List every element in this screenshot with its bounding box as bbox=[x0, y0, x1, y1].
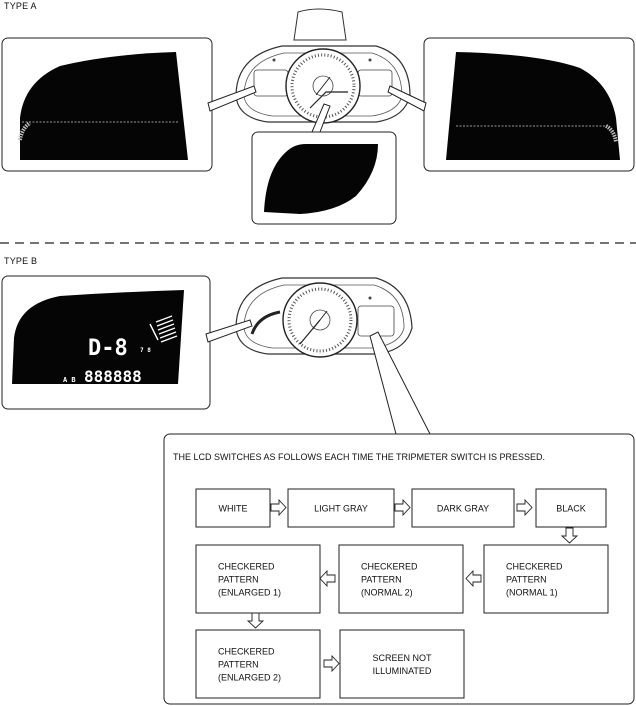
flow-step-light-gray: LIGHT GRAY bbox=[287, 488, 395, 528]
flow-step-text: CHECKERED bbox=[218, 562, 275, 572]
type-a-leaders bbox=[207, 85, 427, 133]
flow-step-text: CHECKERED bbox=[361, 562, 418, 572]
lcd-trip-indicator: A B bbox=[63, 376, 76, 384]
flow-step-box bbox=[195, 488, 271, 528]
flow-step-box bbox=[535, 488, 607, 528]
flow-step-box bbox=[483, 544, 609, 614]
flow-step-text: PATTERN bbox=[218, 575, 259, 585]
lcd-fuel-marks: 7 8 bbox=[140, 347, 151, 354]
flow-step-checkered-normal-2: CHECKERED PATTERN (NORMAL 2) bbox=[338, 544, 464, 614]
flow-step-text: (ENLARGED 2) bbox=[218, 673, 281, 683]
type-b-group: D-8 888888 A B 7 8 bbox=[1, 275, 635, 705]
arrow-black-to-normal-1 bbox=[560, 527, 579, 544]
flow-step-box bbox=[411, 488, 515, 528]
arrow-normal-1-to-normal-2 bbox=[465, 569, 482, 588]
flow-step-text: DARK GRAY bbox=[437, 504, 489, 514]
flow-step-text: PATTERN bbox=[506, 575, 547, 585]
flow-step-text: BLACK bbox=[556, 504, 586, 514]
flow-step-text: CHECKERED bbox=[218, 647, 275, 657]
flow-step-text: PATTERN bbox=[218, 660, 259, 670]
arrow-enlarged-1-to-enlarged-2 bbox=[246, 612, 265, 629]
flow-step-text: ILLUMINATED bbox=[373, 666, 432, 676]
lcd-center-shape bbox=[264, 144, 378, 214]
flow-step-text: PATTERN bbox=[361, 575, 402, 585]
flow-step-text: CHECKERED bbox=[506, 562, 563, 572]
arrow-dark-gray-to-black bbox=[516, 498, 533, 517]
arrow-light-gray-to-dark-gray bbox=[394, 498, 411, 517]
type-a-label: TYPE A bbox=[4, 1, 37, 11]
flow-step-black: BLACK bbox=[535, 488, 607, 528]
lcd-right-shape bbox=[446, 52, 620, 160]
lcd-gear-text: D-8 bbox=[88, 336, 128, 361]
flow-step-text: (NORMAL 1) bbox=[506, 588, 558, 598]
flow-instruction: THE LCD SWITCHES AS FOLLOWS EACH TIME TH… bbox=[173, 452, 545, 462]
flow-step-text: (ENLARGED 1) bbox=[218, 588, 281, 598]
type-b-instrument-cluster bbox=[235, 277, 413, 358]
lcd-left-shape bbox=[20, 52, 188, 160]
flow-step-box bbox=[287, 488, 395, 528]
type-b-leaders bbox=[205, 319, 431, 435]
flow-step-dark-gray: DARK GRAY bbox=[411, 488, 515, 528]
flow-arrows bbox=[246, 498, 579, 673]
lcd-fuel-gauge-bars bbox=[149, 315, 178, 343]
lcd-display-shape bbox=[12, 290, 184, 384]
arrow-enlarged-2-to-not-illuminated bbox=[323, 654, 340, 673]
flow-step-box bbox=[195, 544, 321, 614]
flow-step-text: (NORMAL 2) bbox=[361, 588, 413, 598]
flow-step-checkered-enlarged-1: CHECKERED PATTERN (ENLARGED 1) bbox=[195, 544, 321, 614]
flow-step-box bbox=[338, 544, 464, 614]
flow-step-white: WHITE bbox=[195, 488, 271, 528]
flow-step-text: LIGHT GRAY bbox=[314, 504, 368, 514]
flow-step-box bbox=[339, 629, 465, 699]
type-a-left-callout bbox=[1, 37, 213, 172]
arrow-white-to-light-gray bbox=[270, 498, 287, 517]
type-a-group bbox=[1, 8, 635, 225]
type-a-instrument-cluster bbox=[235, 8, 411, 124]
flow-step-text: SCREEN NOT bbox=[372, 653, 432, 663]
arrow-normal-2-to-enlarged-1 bbox=[319, 569, 336, 588]
flow-step-checkered-normal-1: CHECKERED PATTERN (NORMAL 1) bbox=[483, 544, 609, 614]
flow-step-screen-not-illuminated: SCREEN NOT ILLUMINATED bbox=[339, 629, 465, 699]
flow-steps: WHITE LIGHT GRAY DARK GRAY BLACK CHECKERED PA… bbox=[195, 488, 609, 699]
type-b-lcd-callout: D-8 888888 A B 7 8 bbox=[1, 275, 211, 410]
lcd-odometer-text: 888888 bbox=[84, 367, 142, 386]
type-b-label: TYPE B bbox=[4, 256, 38, 266]
type-a-bottom-callout bbox=[251, 131, 397, 225]
flow-step-text: WHITE bbox=[219, 504, 248, 514]
type-a-right-callout bbox=[423, 37, 635, 172]
flow-step-checkered-enlarged-2: CHECKERED PATTERN (ENLARGED 2) bbox=[195, 629, 321, 699]
flow-step-box bbox=[195, 629, 321, 699]
